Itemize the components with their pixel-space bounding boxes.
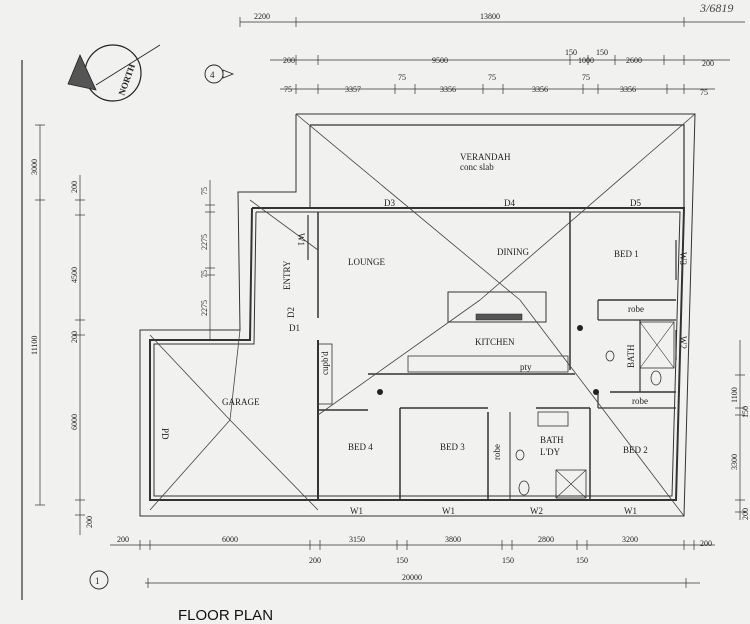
window-w1-bed3: W1	[442, 506, 455, 516]
dim-bottom-200-s: 200	[309, 556, 321, 565]
roof-hip-lines	[149, 113, 696, 517]
svg-text:1: 1	[95, 576, 100, 586]
dim-3356-b: 3356	[532, 85, 548, 94]
dim-bottom-200-g: 200	[700, 539, 712, 548]
room-dining: DINING	[497, 247, 529, 257]
door-d3: D3	[384, 198, 395, 208]
room-kitchen: KITCHEN	[475, 337, 515, 347]
dim-1000: 1000	[578, 56, 594, 65]
robe-bed1: robe	[628, 304, 644, 314]
dim-bottom-20000: 20000	[402, 573, 422, 582]
door-d2: D2	[286, 307, 296, 318]
dim-left-75-b: 75	[200, 270, 209, 278]
dim-bottom-2800: 2800	[538, 535, 554, 544]
dim-top-13800: 13800	[480, 12, 500, 21]
dim-left-2275-b: 2275	[200, 300, 209, 316]
pantry: pty	[520, 362, 532, 372]
dim-bottom-150-b: 150	[502, 556, 514, 565]
dim-bottom-150-a: 150	[396, 556, 408, 565]
dim-3357: 3357	[345, 85, 361, 94]
door-d4: D4	[504, 198, 515, 208]
window-w1-entry: W1	[296, 233, 306, 246]
room-bath-laundry-bath: BATH	[540, 435, 564, 445]
window-w2-laundry: W2	[530, 506, 543, 516]
dim-top-2200: 2200	[254, 12, 270, 21]
dim-left-2275-a: 2275	[200, 234, 209, 250]
dim-150-a: 150	[565, 48, 577, 57]
dim-3356-c: 3356	[620, 85, 636, 94]
room-bath-laundry-ldy: L'DY	[540, 447, 561, 457]
room-garage: GARAGE	[222, 397, 260, 407]
drawing-title: FLOOR PLAN	[178, 607, 273, 624]
dim-bottom-200-a: 200	[117, 535, 129, 544]
dim-left-200-a: 200	[70, 181, 79, 193]
room-bed2: BED 2	[623, 445, 648, 455]
dim-bottom-3200: 3200	[622, 535, 638, 544]
window-w2-bath: W2	[678, 336, 688, 349]
dim-bottom-3150: 3150	[349, 535, 365, 544]
dim-left-200-b: 200	[70, 331, 79, 343]
top-dimensions	[239, 17, 745, 94]
dim-200-left: 200	[283, 56, 295, 65]
dim-right-200: 200	[741, 508, 750, 520]
window-w3: W3	[678, 252, 688, 265]
dim-75-2: 75	[398, 73, 406, 82]
svg-text:4: 4	[210, 70, 215, 80]
room-entry: ENTRY	[282, 260, 292, 290]
garage-pd: PD	[160, 428, 170, 440]
dim-left-75-a: 75	[200, 187, 209, 195]
dim-right-1100: 1100	[730, 387, 739, 403]
room-bath: BATH	[626, 344, 636, 368]
robe-bed2: robe	[632, 396, 648, 406]
callout-1: 1	[89, 570, 109, 590]
dim-left-3000: 3000	[30, 159, 39, 175]
sheet-reference: 3/6819	[699, 1, 733, 15]
callout-4: 4	[204, 64, 235, 84]
building-walls	[139, 113, 696, 517]
window-w1-bed2: W1	[624, 506, 637, 516]
dim-left-200-c: 200	[85, 516, 94, 528]
dim-right-150: 150	[741, 406, 750, 418]
window-w1-bed4: W1	[350, 506, 363, 516]
room-lounge: LOUNGE	[348, 257, 385, 267]
dim-bottom-3800: 3800	[445, 535, 461, 544]
dim-left-11100: 11100	[30, 336, 39, 355]
dim-75-5: 75	[700, 88, 708, 97]
dim-9500: 9500	[432, 56, 448, 65]
room-bed4: BED 4	[348, 442, 373, 452]
openings-ticks	[307, 207, 677, 501]
dim-200-right: 200	[702, 59, 714, 68]
left-dimensions	[35, 124, 215, 535]
verandah-note: conc slab	[460, 162, 494, 172]
dim-150-b: 150	[596, 48, 608, 57]
dim-left-6000: 6000	[70, 414, 79, 430]
cupboard: cupb'd	[320, 351, 330, 375]
dim-right-3300: 3300	[730, 454, 739, 470]
dim-3356-a: 3356	[440, 85, 456, 94]
robe-bed3: robe	[492, 444, 502, 460]
dim-2600: 2600	[626, 56, 642, 65]
room-verandah: VERANDAH	[460, 152, 511, 162]
door-d5: D5	[630, 198, 641, 208]
dim-left-4500: 4500	[70, 267, 79, 283]
dim-75-1: 75	[284, 85, 292, 94]
dim-75-3: 75	[488, 73, 496, 82]
dim-bottom-150-c: 150	[576, 556, 588, 565]
room-bed3: BED 3	[440, 442, 465, 452]
door-d1: D1	[289, 323, 300, 333]
bottom-dimensions	[110, 540, 715, 588]
dim-bottom-6000: 6000	[222, 535, 238, 544]
right-dimensions	[735, 340, 745, 520]
dim-75-4: 75	[582, 73, 590, 82]
room-bed1: BED 1	[614, 249, 639, 259]
